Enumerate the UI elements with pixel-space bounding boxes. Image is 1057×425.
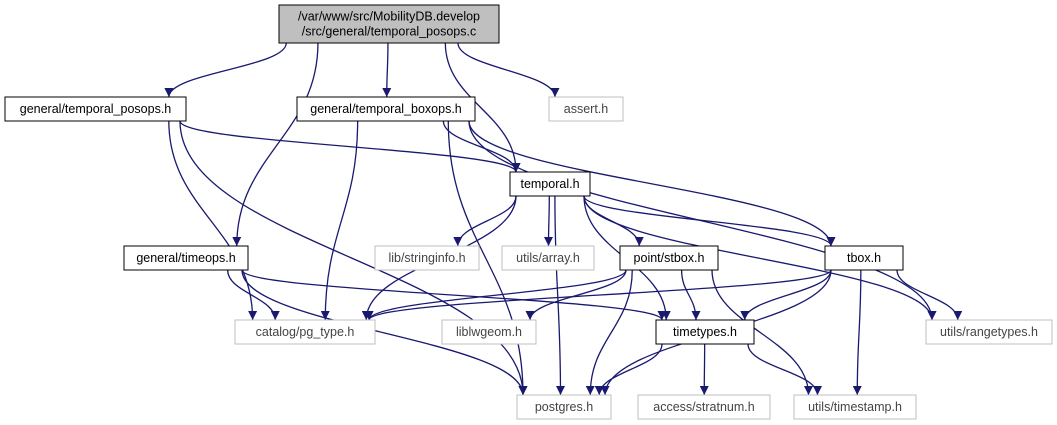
node-label: point/stbox.h bbox=[634, 251, 705, 265]
node-temporal-posops-h[interactable]: general/temporal_posops.h bbox=[4, 96, 187, 122]
node-stringinfo-h: lib/stringinfo.h bbox=[374, 245, 480, 271]
edge-root-to-temporal-h bbox=[444, 42, 521, 173]
node-label: utils/timestamp.h bbox=[808, 400, 902, 414]
edge-tbox-h-to-timestamp-h bbox=[852, 269, 862, 396]
nodes-layer: /var/www/src/MobilityDB.develop/src/gene… bbox=[4, 4, 1053, 420]
node-box bbox=[824, 245, 904, 271]
edge-temporal-posops-h-to-postgres-h bbox=[179, 120, 528, 396]
edge-temporal-boxops-h-to-temporal-h bbox=[442, 120, 521, 173]
node-label: /var/www/src/MobilityDB.develop bbox=[298, 10, 480, 24]
node-assert-h: assert.h bbox=[548, 96, 624, 122]
edge-stbox-h-to-pg-type-h bbox=[364, 269, 627, 321]
node-label: timetypes.h bbox=[673, 325, 737, 339]
node-box bbox=[374, 245, 480, 271]
node-label: liblwgeom.h bbox=[456, 325, 522, 339]
node-postgres-h: postgres.h bbox=[516, 394, 612, 420]
node-box bbox=[925, 319, 1053, 345]
edge-stbox-h-to-timetypes-h bbox=[680, 269, 701, 321]
edge-stbox-h-to-liblwgeom-h bbox=[525, 269, 627, 321]
edge-temporal-h-to-postgres-h bbox=[554, 195, 565, 396]
node-timetypes-h[interactable]: timetypes.h bbox=[655, 319, 755, 345]
node-label: /src/general/temporal_posops.c bbox=[302, 25, 476, 39]
node-box bbox=[509, 171, 591, 197]
edge-temporal-boxops-h-to-tbox-h bbox=[468, 120, 836, 247]
edge-temporal-posops-h-to-pg-type-h bbox=[168, 120, 258, 321]
node-label: postgres.h bbox=[535, 400, 593, 414]
node-box bbox=[619, 245, 719, 271]
edge-timetypes-h-to-postgres-h bbox=[594, 343, 663, 396]
edge-temporal-h-to-stringinfo-h bbox=[453, 195, 517, 247]
node-box bbox=[516, 394, 612, 420]
node-label: general/temporal_boxops.h bbox=[310, 102, 462, 116]
node-label: utils/array.h bbox=[516, 251, 580, 265]
node-box bbox=[441, 319, 537, 345]
node-box bbox=[637, 394, 771, 420]
node-label: general/temporal_posops.h bbox=[20, 102, 172, 116]
node-pg-type-h: catalog/pg_type.h bbox=[234, 319, 376, 345]
edge-temporal-h-to-rangetypes-h bbox=[583, 195, 937, 321]
node-box bbox=[123, 245, 249, 271]
node-timestamp-h: utils/timestamp.h bbox=[793, 394, 917, 420]
node-label: access/stratnum.h bbox=[653, 400, 754, 414]
edge-tbox-h-to-pg-type-h bbox=[364, 269, 832, 321]
node-stbox-h[interactable]: point/stbox.h bbox=[619, 245, 719, 271]
edge-stbox-h-to-timestamp-h bbox=[711, 269, 813, 396]
node-label: tbox.h bbox=[847, 251, 881, 265]
node-box bbox=[296, 96, 476, 122]
edge-timetypes-h-to-timestamp-h bbox=[747, 343, 822, 396]
edge-timeops-h-to-pg-type-h bbox=[227, 269, 280, 321]
node-array-h: utils/array.h bbox=[501, 245, 595, 271]
node-box bbox=[4, 96, 187, 122]
node-temporal-h[interactable]: temporal.h bbox=[509, 171, 591, 197]
edge-root-to-timeops-h bbox=[232, 42, 319, 247]
edge-temporal-posops-h-to-temporal-h bbox=[179, 120, 521, 173]
edge-temporal-h-to-array-h bbox=[544, 195, 554, 247]
node-box bbox=[501, 245, 595, 271]
edge-root-to-temporal-boxops-h bbox=[382, 42, 392, 98]
node-label: utils/rangetypes.h bbox=[940, 325, 1038, 339]
node-box bbox=[793, 394, 917, 420]
edge-stbox-h-to-postgres-h bbox=[585, 269, 633, 396]
node-label: assert.h bbox=[564, 102, 609, 116]
node-temporal-boxops-h[interactable]: general/temporal_boxops.h bbox=[296, 96, 476, 122]
edge-tbox-h-to-timetypes-h bbox=[740, 269, 832, 321]
node-box bbox=[278, 4, 500, 44]
edge-tbox-h-to-rangetypes-h bbox=[896, 269, 963, 321]
node-tbox-h[interactable]: tbox.h bbox=[824, 245, 904, 271]
edge-temporal-boxops-h-to-postgres-h bbox=[447, 120, 528, 396]
node-liblwgeom-h: liblwgeom.h bbox=[441, 319, 537, 345]
edge-timeops-h-to-postgres-h bbox=[241, 269, 528, 396]
node-stratnum-h: access/stratnum.h bbox=[637, 394, 771, 420]
edge-root-to-assert-h bbox=[457, 42, 560, 98]
edge-temporal-boxops-h-to-pg-type-h bbox=[320, 120, 359, 321]
node-label: temporal.h bbox=[520, 177, 579, 191]
edge-timeops-h-to-timetypes-h bbox=[241, 269, 667, 321]
node-label: lib/stringinfo.h bbox=[388, 251, 465, 265]
node-box bbox=[234, 319, 376, 345]
edge-temporal-h-to-tbox-h bbox=[583, 195, 836, 247]
node-label: catalog/pg_type.h bbox=[256, 325, 355, 339]
node-timeops-h[interactable]: general/timeops.h bbox=[123, 245, 249, 271]
node-box bbox=[548, 96, 624, 122]
node-box bbox=[655, 319, 755, 345]
node-rangetypes-h: utils/rangetypes.h bbox=[925, 319, 1053, 345]
node-label: general/timeops.h bbox=[136, 251, 235, 265]
edge-root-to-temporal-posops-h bbox=[164, 42, 287, 98]
node-root[interactable]: /var/www/src/MobilityDB.develop/src/gene… bbox=[278, 4, 500, 44]
